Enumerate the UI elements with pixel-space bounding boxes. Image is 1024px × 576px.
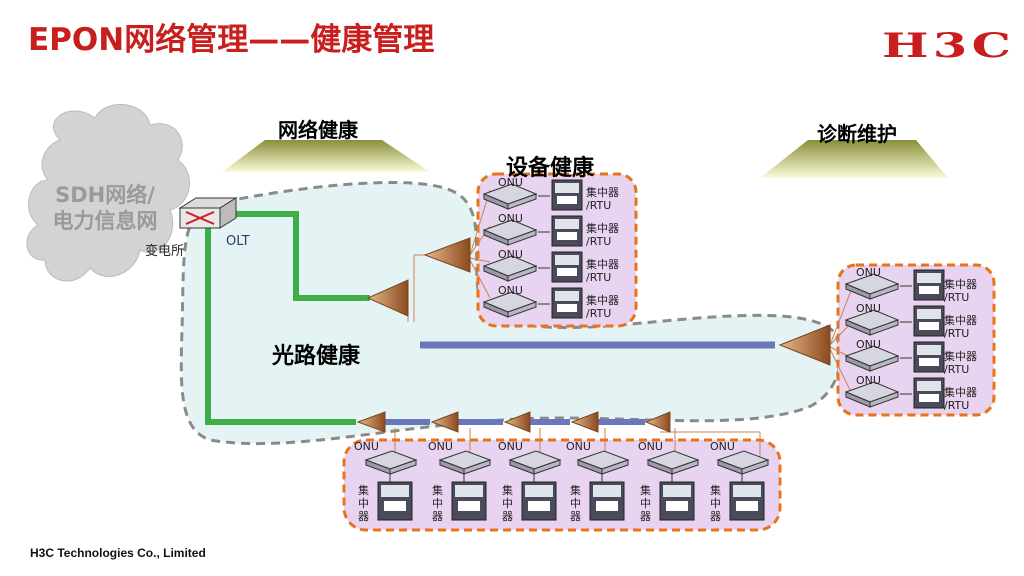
bottom-devices [364,450,769,521]
h3c-logo: H3C [882,26,1016,66]
concentrator-vertical-label: 集中器 [640,484,651,523]
footer-company: H3C Technologies Co., Limited [30,546,206,560]
cloud-icon [26,104,190,282]
onu-label: ONU [856,338,881,351]
network-health-label: 网络健康 [278,118,358,142]
concentrator-label: 集中器/RTU [586,294,619,320]
optical-health-label: 光路健康 [272,344,361,369]
concentrator-label: 集中器/RTU [944,386,977,412]
cloud-label: SDH网络/ 电力信息网 [30,182,180,234]
onu-label: ONU [428,440,453,453]
cloud-label-line2: 电力信息网 [52,209,158,233]
onu-label: ONU [638,440,663,453]
bottom-splitters [356,411,671,433]
concentrator-vertical-label: 集中器 [710,484,721,523]
onu-label: ONU [498,440,523,453]
splitter-icon [423,237,471,273]
onu-label: ONU [498,284,523,297]
onu-label: ONU [566,440,591,453]
cloud-label-line1: SDH网络/ [55,183,155,207]
device-health-zone [476,172,638,328]
page-title: EPON网络管理——健康管理 [28,22,435,58]
onu-label: ONU [856,266,881,279]
concentrator-label: 集中器/RTU [586,258,619,284]
onu-label: ONU [856,374,881,387]
concentrator-label: 集中器/RTU [586,186,619,212]
device-health-devices [482,179,583,319]
network-health-marker [222,140,430,172]
fiber-green [236,211,370,301]
device-health-label: 设备健康 [506,156,595,181]
concentrator-label: 集中器/RTU [586,222,619,248]
concentrator-label: 集中器/RTU [944,314,977,340]
concentrator-vertical-label: 集中器 [570,484,581,523]
fiber-green-lower [205,226,356,425]
onu-label: ONU [354,440,379,453]
onu-label: ONU [710,440,735,453]
olt-icon [178,197,238,229]
concentrator-vertical-label: 集中器 [502,484,513,523]
onu-label: ONU [498,212,523,225]
onu-label: ONU [498,248,523,261]
concentrator-vertical-label: 集中器 [358,484,369,523]
optical-zone [179,181,842,446]
concentrator-label: 集中器/RTU [944,278,977,304]
substation-label: 变电所 [145,244,185,259]
onu-label: ONU [856,302,881,315]
splitter-icon [778,324,831,366]
olt-label: OLT [226,234,250,249]
diagnosis-label: 诊断维护 [817,122,897,146]
diagnosis-zone [836,263,996,417]
splitter-icon [366,279,409,317]
concentrator-vertical-label: 集中器 [432,484,443,523]
diagnosis-marker [760,140,948,178]
onu-label: ONU [498,176,523,189]
concentrator-label: 集中器/RTU [944,350,977,376]
